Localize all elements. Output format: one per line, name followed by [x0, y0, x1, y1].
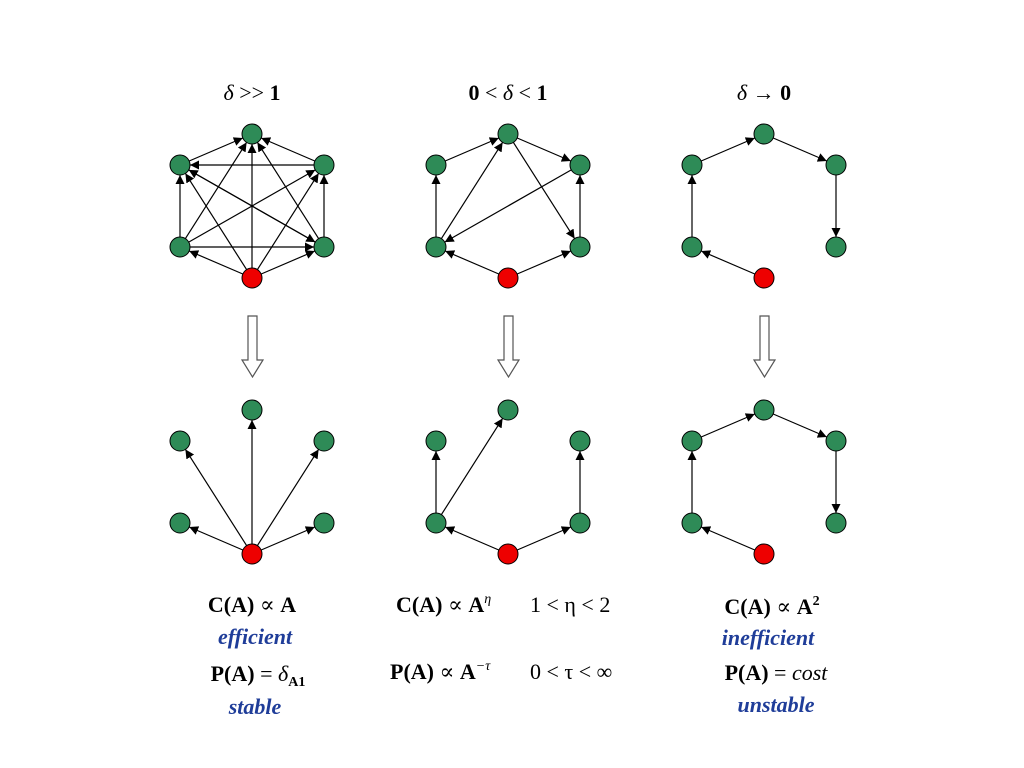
source-node-red	[241, 267, 263, 289]
formula-c-col1: C(A) ∝ A	[208, 592, 296, 617]
node-ul	[169, 430, 191, 452]
graph-col3-chain	[681, 123, 847, 289]
node-ll	[169, 236, 191, 258]
edge-b-to-ul	[184, 449, 248, 546]
down-arrow-col1	[240, 315, 265, 379]
node-ll	[425, 512, 447, 534]
edge-ll-to-t	[440, 142, 504, 239]
edge-t-to-ur	[516, 137, 572, 162]
node-ll	[681, 236, 703, 258]
edge-b-to-lr	[516, 526, 572, 551]
formula-p-col3: P(A) = cost	[725, 660, 829, 685]
node-ll	[681, 512, 703, 534]
edge-lr-to-t	[256, 142, 320, 239]
node-ul	[425, 430, 447, 452]
edge-b-to-ur	[256, 449, 320, 546]
label-stable: stable	[228, 694, 282, 719]
node-ll	[425, 236, 447, 258]
header-col2: 0 < δ < 1	[468, 80, 547, 105]
formula-c-range-col2: 1 < η < 2	[530, 592, 610, 617]
label-unstable: unstable	[737, 692, 814, 717]
edge-b-to-ll	[700, 250, 756, 275]
node-t	[241, 123, 263, 145]
edge-ul-to-t	[444, 137, 500, 162]
node-ul	[681, 430, 703, 452]
node-lr	[313, 512, 335, 534]
header-col3: δ → 0	[737, 80, 791, 105]
down-arrow-col2	[496, 315, 521, 379]
down-arrow-col3	[752, 315, 777, 379]
node-t	[753, 399, 775, 421]
edge-ur-to-ll	[444, 169, 572, 243]
edge-ul-to-t	[188, 137, 244, 162]
node-ur	[825, 430, 847, 452]
edge-ul-to-t	[700, 137, 756, 162]
edge-b-to-lr	[260, 526, 316, 551]
edge-ll-to-t	[184, 142, 248, 239]
source-node-red	[497, 267, 519, 289]
edge-b-to-ll	[444, 250, 500, 275]
edge-ul-to-t	[700, 413, 756, 438]
edge-b-to-lr	[516, 250, 572, 275]
node-ur	[825, 154, 847, 176]
edge-t-to-ur	[772, 413, 828, 438]
edge-b-to-lr	[260, 250, 316, 275]
label-efficient: efficient	[218, 624, 293, 649]
node-t	[753, 123, 775, 145]
node-ur	[569, 154, 591, 176]
node-ur	[313, 154, 335, 176]
header-col1: δ >> 1	[223, 80, 280, 105]
edge-t-to-ur	[772, 137, 828, 162]
label-inefficient: inefficient	[722, 625, 815, 650]
edge-ur-to-t	[260, 137, 316, 162]
tree-col3-chain	[681, 399, 847, 565]
edge-ul-to-lr	[188, 169, 316, 243]
edge-b-to-ll	[188, 250, 244, 275]
source-node-red	[753, 267, 775, 289]
node-ur	[569, 430, 591, 452]
node-lr	[569, 236, 591, 258]
node-ll	[169, 512, 191, 534]
source-node-red	[241, 543, 263, 565]
edge-b-to-ul	[184, 173, 248, 270]
graph-col2-partial	[425, 123, 591, 289]
source-node-red	[497, 543, 519, 565]
edge-t-to-lr	[512, 142, 576, 239]
edge-b-to-ll	[188, 526, 244, 551]
tree-col2-branch	[425, 399, 591, 565]
source-node-red	[753, 543, 775, 565]
formula-p-range-col2: 0 < τ < ∞	[530, 659, 612, 684]
node-t	[497, 399, 519, 421]
formula-c-col3: C(A) ∝ A2	[724, 594, 819, 619]
node-t	[497, 123, 519, 145]
tree-col1-star	[169, 399, 335, 565]
edge-b-to-ll	[700, 526, 756, 551]
edge-b-to-ur	[256, 173, 320, 270]
formula-p-col1: P(A) = δA1	[211, 661, 306, 690]
node-lr	[569, 512, 591, 534]
formula-p-col2: P(A) ∝ A−τ	[390, 659, 491, 684]
edge-ll-to-t	[440, 418, 504, 515]
formula-c-col2: C(A) ∝ Aη	[396, 592, 491, 617]
node-lr	[825, 512, 847, 534]
node-t	[241, 399, 263, 421]
graph-col1-complete	[169, 123, 335, 289]
node-ul	[169, 154, 191, 176]
node-ul	[681, 154, 703, 176]
node-lr	[825, 236, 847, 258]
edge-b-to-ll	[444, 526, 500, 551]
node-ul	[425, 154, 447, 176]
node-lr	[313, 236, 335, 258]
node-ur	[313, 430, 335, 452]
